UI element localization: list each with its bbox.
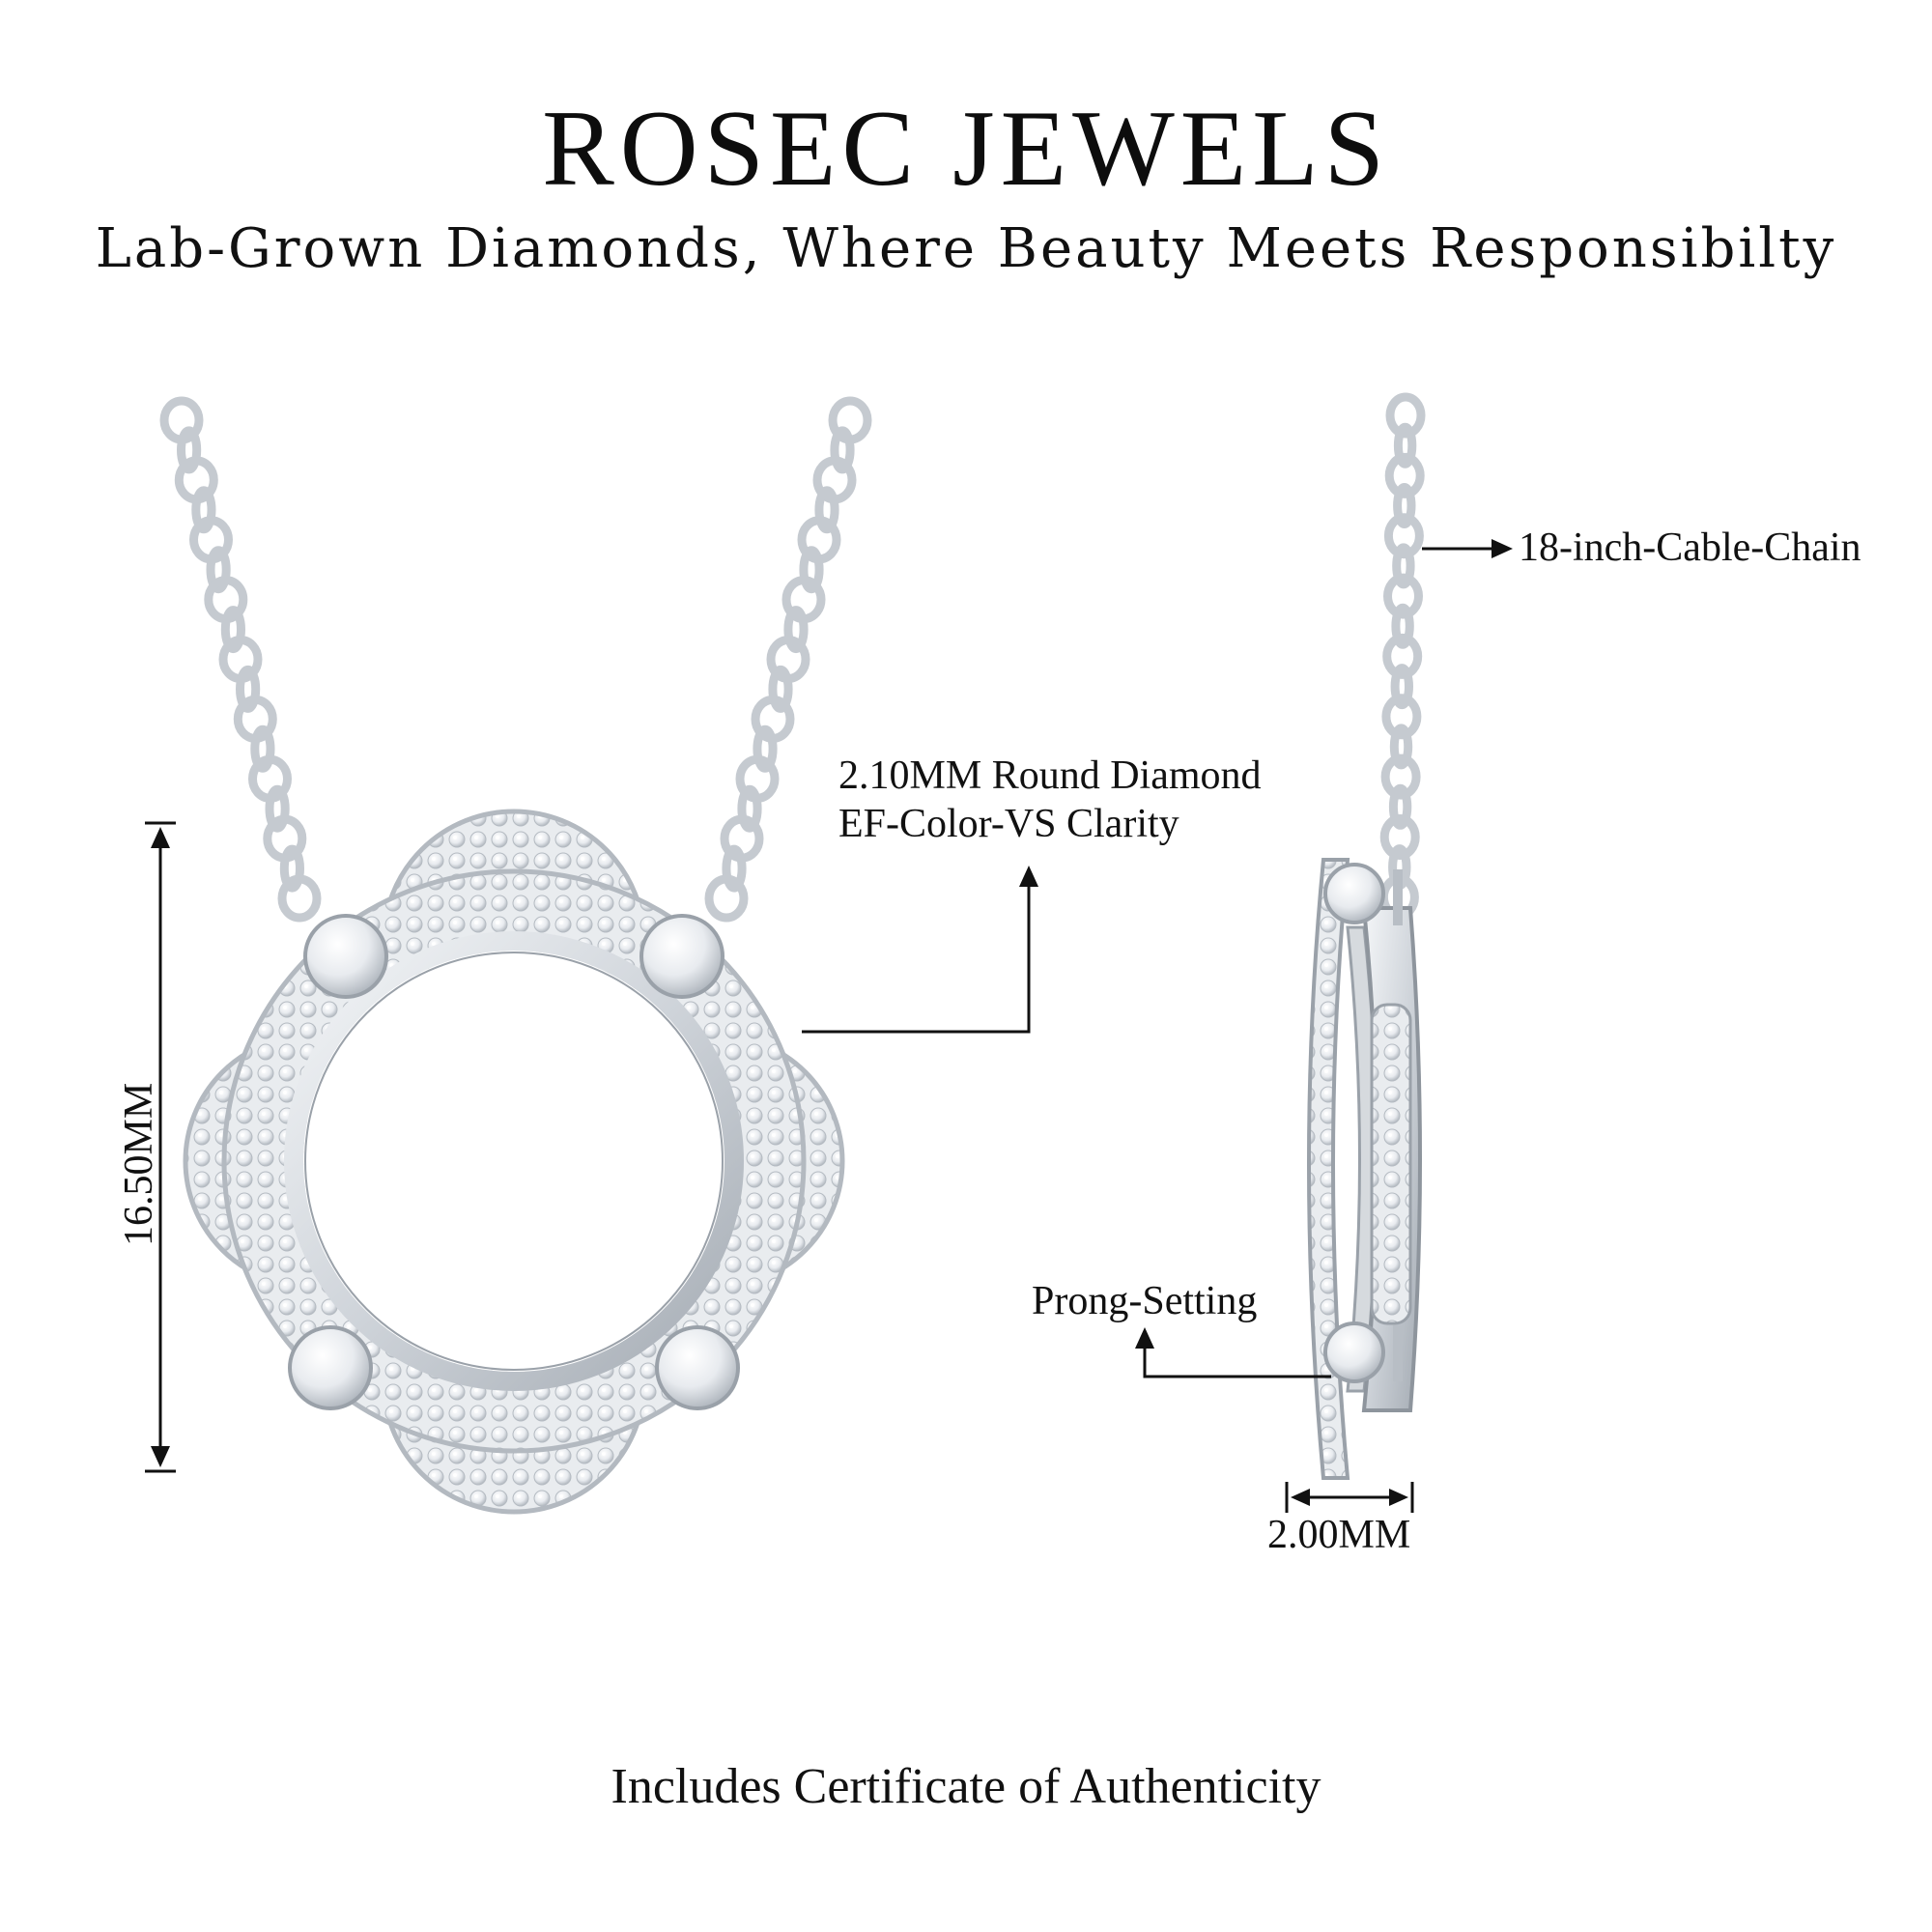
- chain-link: [1382, 633, 1423, 679]
- chain-link: [1390, 664, 1414, 710]
- chain-link: [753, 724, 778, 773]
- chain-link: [279, 844, 304, 893]
- chain-link: [1393, 483, 1416, 528]
- chain-link: [277, 874, 322, 923]
- height-dimension: [145, 821, 176, 1473]
- chain-label: 18-inch-Cable-Chain: [1519, 526, 1861, 570]
- chain-link: [704, 874, 749, 923]
- height-label: 16.50MM: [117, 1082, 161, 1246]
- chain-link: [1383, 573, 1423, 619]
- chain-link: [830, 426, 855, 474]
- chain-link: [220, 606, 245, 654]
- chain-link: [250, 724, 275, 773]
- chain-link: [1381, 694, 1422, 740]
- pendant-front: [183, 809, 845, 1515]
- chain-link: [236, 665, 261, 713]
- chain-link: [1385, 392, 1426, 439]
- chain-leader: [1422, 539, 1513, 558]
- chain-link: [1383, 513, 1424, 559]
- chain-link: [191, 486, 216, 534]
- chain-link: [1391, 603, 1414, 649]
- chain-link: [799, 546, 824, 594]
- chain-link: [265, 784, 290, 833]
- chain-link: [1392, 543, 1415, 589]
- brand-tagline: Lab-Grown Diamonds, Where Beauty Meets R…: [95, 217, 1837, 280]
- diamond-spec-line2: EF-Color-VS Clarity: [838, 802, 1179, 846]
- chain-link: [177, 426, 202, 474]
- diamond-leader: [802, 866, 1038, 1034]
- diamond-spec-line1: 2.10MM Round Diamond: [838, 753, 1262, 798]
- chain-link: [722, 844, 747, 893]
- chain-link: [814, 486, 839, 534]
- prong-setting-label: Prong-Setting: [1032, 1279, 1258, 1323]
- chain-link: [1393, 422, 1417, 469]
- chain-link: [737, 784, 762, 833]
- chain-link: [783, 606, 809, 654]
- chain-front: [159, 392, 1426, 951]
- chain-link: [1379, 814, 1420, 860]
- chain-link: [1388, 783, 1412, 830]
- chain-link: [768, 665, 793, 713]
- certificate-note: Includes Certificate of Authenticity: [611, 1759, 1321, 1814]
- pendant-side: [1307, 858, 1422, 1480]
- brand-title: ROSEC JEWELS: [542, 89, 1390, 209]
- accent-stones: [288, 914, 740, 1410]
- prong-leader: [1135, 1327, 1331, 1378]
- chain-link: [1389, 724, 1413, 770]
- thickness-dimension: [1285, 1482, 1414, 1513]
- chain-link: [1380, 753, 1421, 800]
- thickness-label: 2.00MM: [1267, 1513, 1411, 1557]
- chain-link: [206, 546, 231, 594]
- chain-link: [1384, 452, 1425, 498]
